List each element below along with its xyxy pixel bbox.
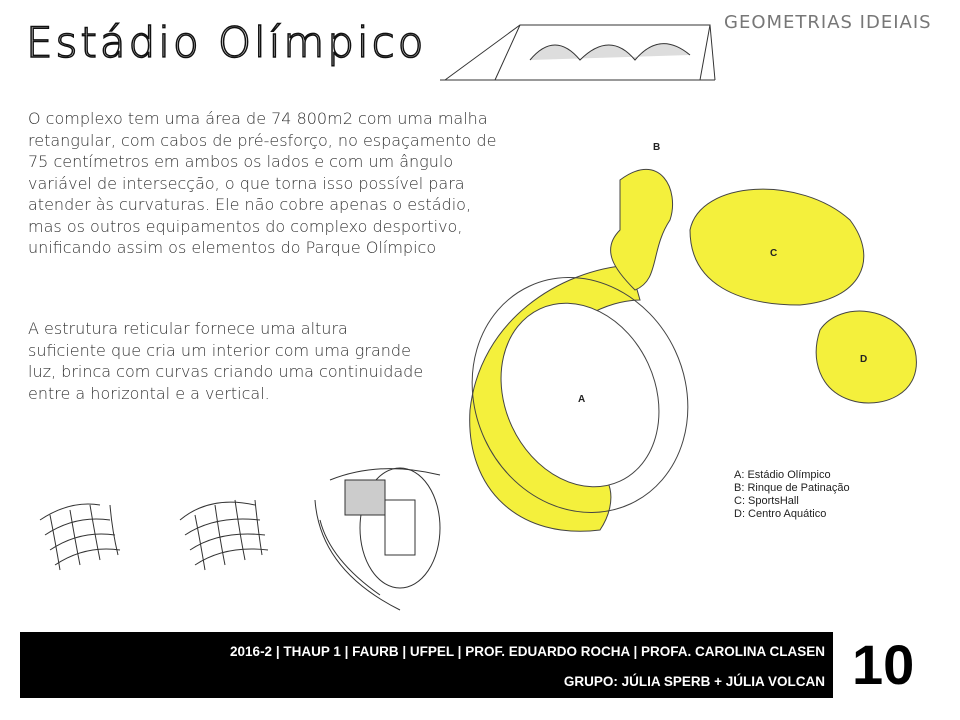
stadium-section-sketch (314, 467, 441, 611)
stadium-a (500, 302, 660, 488)
legend-item: D: Centro Aquático (734, 508, 827, 520)
mesh-sketch-2 (179, 499, 269, 571)
roof-b (610, 168, 674, 291)
plan-legend: A: Estádio Olímpico B: Rinque de Patinaç… (734, 469, 850, 521)
roof-d (815, 310, 917, 404)
mesh-sketch-1 (39, 503, 121, 571)
plan-label-a: A (578, 394, 585, 405)
legend-item: A: Estádio Olímpico (734, 469, 831, 481)
plan-label-c: C (770, 248, 777, 259)
plan-label-b: B (653, 142, 660, 153)
structure-paragraph: A estrutura reticular fornece uma altura… (28, 319, 424, 403)
plan-label-d: D (860, 354, 867, 365)
site-plan (469, 168, 917, 532)
page-number: 10 (852, 633, 915, 696)
roof-c (689, 188, 865, 306)
group-info: GRUPO: JÚLIA SPERB + JÚLIA VOLCAN (563, 674, 825, 689)
description-paragraph: O complexo tem uma área de 74 800m2 com … (28, 109, 497, 257)
page-title: Estádio Olímpico (25, 17, 427, 68)
legend-item: B: Rinque de Patinação (734, 482, 850, 494)
section-title: GEOMETRIAS IDEIAIS (724, 12, 932, 33)
section-sketch (440, 24, 716, 81)
footer-bar: 2016-2 | THAUP 1 | FAURB | UFPEL | PROF.… (20, 632, 833, 698)
legend-item: C: SportsHall (734, 495, 799, 507)
course-info: 2016-2 | THAUP 1 | FAURB | UFPEL | PROF.… (230, 644, 825, 659)
